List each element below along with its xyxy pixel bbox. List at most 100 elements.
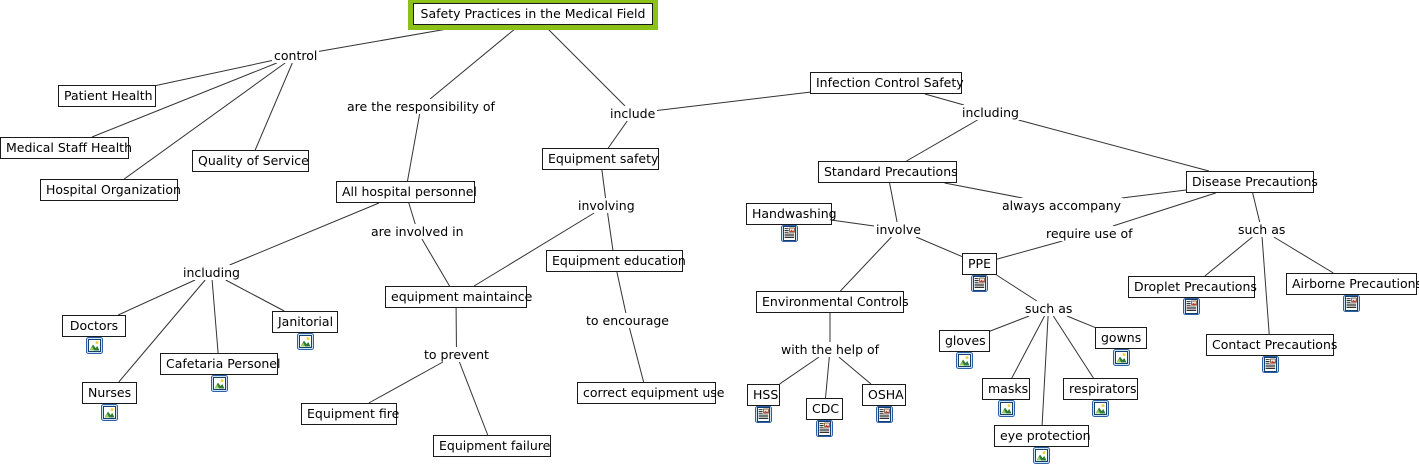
concept-node-eqfire[interactable]: Equipment fire	[301, 403, 399, 425]
concept-node-eqeducation[interactable]: Equipment education	[546, 250, 686, 272]
edge-l-requireuse-to-disease	[1112, 192, 1216, 227]
concept-node-patient[interactable]: Patient Health	[58, 85, 156, 107]
concept-node-ppe[interactable]: PPE	[962, 253, 997, 275]
edge-l-include-to-infection	[656, 91, 811, 112]
picture-attachment-icon[interactable]	[296, 333, 314, 350]
link-phrase-control[interactable]: control	[272, 48, 320, 63]
edge-personnel-to-l-involvedin	[408, 202, 416, 225]
picture-attachment-icon[interactable]	[997, 400, 1015, 417]
picture-attachment-icon[interactable]	[1033, 447, 1050, 464]
edge-l-toprevent-to-eqfailure	[458, 361, 489, 436]
edge-l-control-to-root	[318, 24, 471, 52]
edge-ppe-to-l-suchas1	[996, 274, 1038, 302]
concept-node-maintain[interactable]: equipment maintaince	[385, 286, 532, 308]
link-phrase-involvedin[interactable]: are involved in	[369, 224, 466, 239]
concept-node-osha[interactable]: OSHA	[862, 384, 906, 406]
concept-node-envcontrols[interactable]: Environmental Controls	[756, 291, 909, 313]
link-phrase-including2[interactable]: including	[960, 105, 1021, 120]
link-phrase-respons[interactable]: are the responsibility of	[345, 99, 497, 114]
concept-node-nurses[interactable]: Nurses	[82, 382, 137, 404]
document-attachment-icon[interactable]	[1183, 298, 1200, 315]
link-phrase-withhelp[interactable]: with the help of	[779, 342, 882, 357]
document-attachment-icon[interactable]	[1343, 295, 1360, 312]
concept-node-staff[interactable]: Medical Staff Health	[0, 137, 132, 159]
link-phrase-encourage[interactable]: to encourage	[584, 313, 672, 328]
picture-attachment-icon[interactable]	[101, 404, 118, 421]
document-attachment-icon[interactable]	[780, 225, 798, 242]
concept-node-infection[interactable]: Infection Control Safety	[810, 72, 964, 94]
edge-l-suchas1-to-eyeprot	[1041, 315, 1049, 426]
picture-attachment-icon[interactable]	[956, 352, 973, 369]
link-phrase-suchas2[interactable]: such as	[1236, 222, 1288, 237]
picture-attachment-icon[interactable]	[1112, 349, 1130, 366]
concept-node-cafetaria[interactable]: Cafetaria Personel	[160, 353, 280, 375]
link-phrase-requireuse[interactable]: require use of	[1044, 226, 1135, 241]
concept-node-gloves[interactable]: gloves	[939, 330, 990, 352]
document-attachment-icon[interactable]	[971, 275, 988, 292]
edge-l-suchas2-to-contact	[1261, 236, 1270, 335]
concept-node-root[interactable]: Safety Practices in the Medical Field	[408, 0, 658, 30]
document-attachment-icon[interactable]	[816, 420, 833, 437]
concept-node-personnel[interactable]: All hospital personnel	[336, 181, 477, 203]
document-attachment-icon[interactable]	[1261, 356, 1279, 373]
edge-ppe-to-l-requireuse	[996, 240, 1063, 260]
edge-infection-to-l-including2	[924, 93, 965, 106]
concept-node-cdc[interactable]: CDC	[806, 398, 843, 420]
picture-attachment-icon[interactable]	[210, 375, 228, 392]
concept-node-eyeprot[interactable]: eye protection	[994, 425, 1091, 447]
edge-l-including1-to-cafetaria	[211, 279, 219, 354]
edge-eqeducation-to-l-encourage	[616, 271, 627, 314]
concept-node-masks[interactable]: masks	[982, 378, 1030, 400]
edge-disease-to-l-suchas2	[1252, 192, 1261, 223]
edge-personnel-to-l-including1	[229, 202, 380, 266]
edge-l-withhelp-to-osha	[838, 356, 872, 385]
link-phrase-including1[interactable]: including	[181, 265, 242, 280]
edge-l-including1-to-janitorial	[225, 279, 285, 312]
edge-l-suchas2-to-airborne	[1273, 236, 1334, 274]
concept-node-hospital[interactable]: Hospital Organization	[40, 179, 181, 201]
link-phrase-involve[interactable]: involve	[874, 222, 924, 237]
edge-l-respons-to-personnel	[407, 113, 421, 182]
edge-l-including2-to-standard	[906, 119, 978, 162]
concept-node-droplet[interactable]: Droplet Precautions	[1128, 276, 1257, 298]
document-attachment-icon[interactable]	[875, 406, 893, 423]
link-phrase-accompany[interactable]: always accompany	[1000, 198, 1124, 213]
link-phrase-include[interactable]: include	[608, 106, 658, 121]
concept-node-gowns[interactable]: gowns	[1095, 327, 1147, 349]
picture-attachment-icon[interactable]	[1092, 400, 1109, 417]
edge-l-suchas1-to-gowns	[1066, 315, 1096, 328]
concept-node-doctors[interactable]: Doctors	[62, 315, 126, 337]
concept-node-quality[interactable]: Quality of Service	[192, 150, 309, 172]
edge-l-control-to-quality	[254, 62, 293, 151]
edge-l-encourage-to-correctuse	[628, 327, 645, 383]
edge-l-accompany-to-disease	[1121, 189, 1187, 199]
concept-node-hss[interactable]: HSS	[747, 384, 780, 406]
concept-node-correctuse[interactable]: correct equipment use	[577, 382, 725, 404]
concept-node-airborne[interactable]: Airborne Precautions	[1286, 273, 1419, 295]
concept-node-disease[interactable]: Disease Precautions	[1186, 171, 1318, 193]
edge-l-control-to-patient	[155, 60, 273, 86]
edge-standard-to-l-involve	[889, 182, 898, 223]
edge-l-involve-to-handwashing	[831, 219, 875, 227]
link-phrase-toprevent[interactable]: to prevent	[422, 347, 491, 362]
concept-node-contact[interactable]: Contact Precautions	[1206, 334, 1337, 356]
edge-l-withhelp-to-hss	[779, 356, 820, 385]
edge-l-withhelp-to-cdc	[825, 356, 830, 399]
edge-l-suchas2-to-droplet	[1204, 236, 1253, 277]
concept-node-janitorial[interactable]: Janitorial	[272, 311, 338, 333]
concept-node-respirators[interactable]: respirators	[1063, 378, 1138, 400]
edge-l-suchas1-to-respirators	[1052, 315, 1094, 379]
edge-root-to-l-include	[543, 24, 626, 107]
concept-node-eqfailure[interactable]: Equipment failure	[433, 435, 551, 457]
concept-node-eqsafety[interactable]: Equipment safety	[542, 148, 659, 170]
edge-l-including1-to-doctors	[117, 279, 196, 316]
picture-attachment-icon[interactable]	[85, 337, 103, 354]
link-phrase-suchas1[interactable]: such as	[1023, 301, 1075, 316]
link-phrase-involving[interactable]: involving	[576, 198, 637, 213]
document-attachment-icon[interactable]	[755, 406, 772, 423]
edge-l-toprevent-to-eqfire	[368, 361, 444, 404]
concept-node-handwashing[interactable]: Handwashing	[746, 203, 837, 225]
concept-node-standard[interactable]: Standard Precautions	[818, 161, 958, 183]
edge-eqsafety-to-l-involving	[601, 169, 607, 199]
